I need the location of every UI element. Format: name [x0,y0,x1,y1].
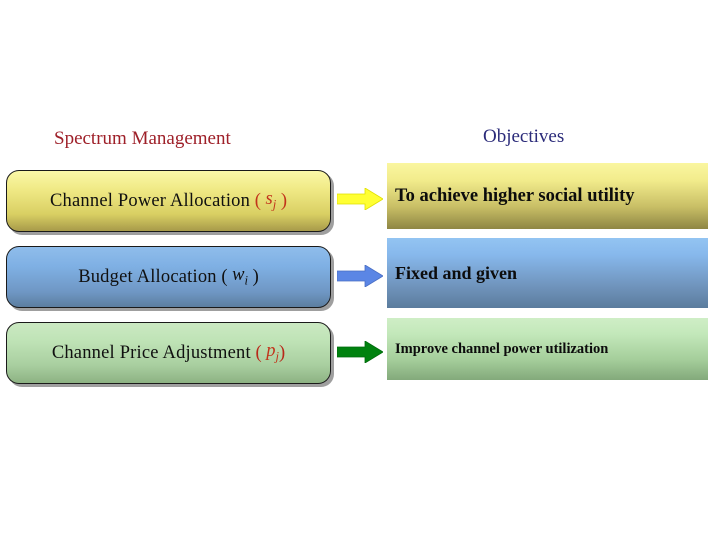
objective-3-text: Improve channel power utilization [395,340,609,357]
right-arrow-icon-2 [337,265,383,287]
objective-box-3[interactable]: Improve channel power utilization [387,318,708,380]
objective-2-text: Fixed and given [395,262,518,283]
box-2-variable: wi [232,265,248,288]
box-1-open-paren: ( [254,190,261,211]
spectrum-management-box-2[interactable]: Budget Allocation ( wi ) [6,246,331,308]
objective-1-text: To achieve higher social utility [395,185,635,206]
box-3-close-paren: ) [279,342,286,363]
objective-box-2[interactable]: Fixed and given [387,238,708,308]
box-2-open-paren: ( [221,266,228,287]
box-2-label: Budget Allocation [78,266,217,287]
spectrum-management-box-1[interactable]: Channel Power Allocation ( sj ) [6,170,331,232]
box-3-open-paren: ( [255,342,262,363]
objective-box-1[interactable]: To achieve higher social utility [387,163,708,229]
box-1-close-paren: ) [280,190,287,211]
spectrum-management-box-3[interactable]: Channel Price Adjustment ( pj ) [6,322,331,384]
right-column-title: Objectives [483,126,565,147]
box-1-variable: sj [265,189,277,212]
box-3-label: Channel Price Adjustment [51,342,251,363]
box-3-variable: pj [266,341,280,364]
box-1-label: Channel Power Allocation [50,190,251,211]
box-2-close-paren: ) [252,266,259,287]
left-column-title: Spectrum Management [54,128,231,149]
right-arrow-icon-1 [337,188,383,210]
right-arrow-icon-3 [337,341,383,363]
